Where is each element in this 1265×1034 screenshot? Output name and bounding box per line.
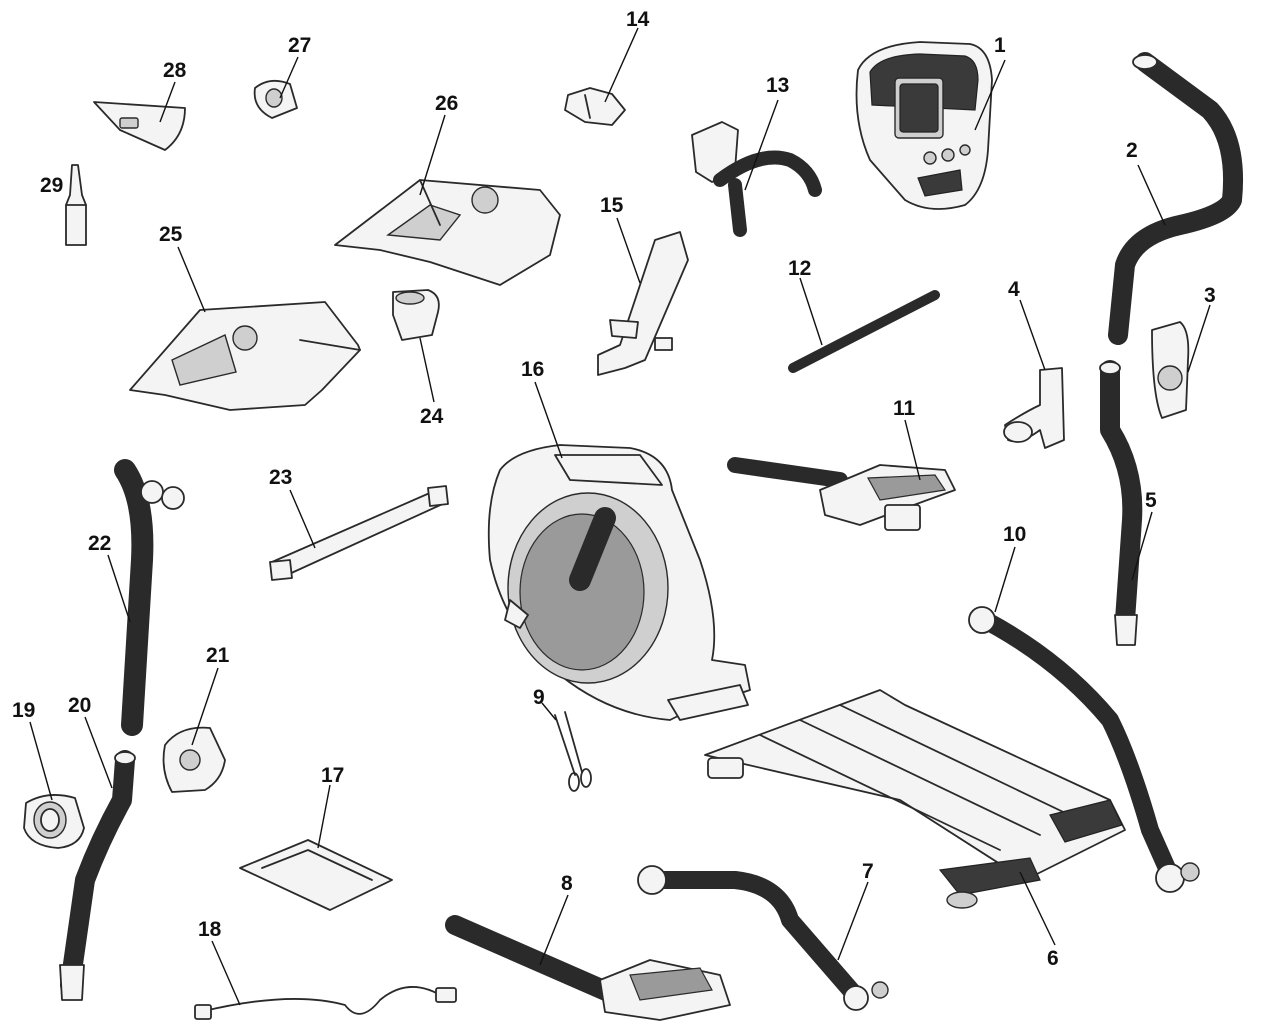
callout-15: 15 xyxy=(600,194,624,217)
callout-23: 23 xyxy=(269,466,293,489)
part-19-end-cap xyxy=(23,794,85,849)
callout-3: 3 xyxy=(1204,284,1216,307)
callout-27: 27 xyxy=(288,34,312,57)
callout-26: 26 xyxy=(435,92,459,115)
callout-20: 20 xyxy=(68,694,92,717)
part-8-pedal-arm xyxy=(445,915,731,1021)
callout-4: 4 xyxy=(1008,278,1020,301)
part-23-stabilizer xyxy=(269,485,449,581)
part-13-handle xyxy=(691,121,822,237)
callout-12: 12 xyxy=(788,257,812,280)
callout-14: 14 xyxy=(626,8,650,31)
part-17-manual xyxy=(239,839,393,911)
part-12-rod xyxy=(788,290,940,373)
part-27-cap xyxy=(253,79,298,119)
part-7-lower-arm xyxy=(637,865,889,1011)
callout-17: 17 xyxy=(321,764,345,787)
part-6-base-frame xyxy=(704,689,1126,909)
callout-29: 29 xyxy=(40,174,64,197)
callout-22: 22 xyxy=(88,532,112,555)
part-1-console xyxy=(855,41,993,210)
callout-19: 19 xyxy=(12,699,36,722)
part-28-cover-strip xyxy=(93,101,186,151)
callout-13: 13 xyxy=(766,74,790,97)
callout-8: 8 xyxy=(561,872,573,895)
callout-25: 25 xyxy=(159,223,183,246)
part-24-cup-holder xyxy=(392,289,440,341)
part-21-cover xyxy=(162,726,226,793)
part-15-post xyxy=(597,231,689,376)
part-26-shroud-front xyxy=(334,179,561,286)
callout-2: 2 xyxy=(1126,139,1138,162)
part-20-upright-lower xyxy=(59,750,136,1001)
callout-9: 9 xyxy=(533,686,545,709)
callout-7: 7 xyxy=(862,860,874,883)
callout-24: 24 xyxy=(420,405,444,428)
callout-18: 18 xyxy=(198,918,222,941)
callout-28: 28 xyxy=(163,59,187,82)
callout-10: 10 xyxy=(1003,523,1027,546)
leader-lines xyxy=(29,27,1211,1006)
callout-5: 5 xyxy=(1145,489,1157,512)
part-29-bottle xyxy=(65,164,87,246)
callout-16: 16 xyxy=(521,358,545,381)
part-11-pedal xyxy=(727,457,956,531)
part-22-handlebar xyxy=(114,459,185,736)
part-25-shroud xyxy=(129,301,361,411)
part-3-cover xyxy=(1151,321,1190,419)
part-9-clip xyxy=(554,711,592,792)
callout-1: 1 xyxy=(994,34,1006,57)
part-2-handlebar-upper xyxy=(1108,52,1244,345)
part-5-upright-lower xyxy=(1099,360,1143,646)
callout-21: 21 xyxy=(206,644,230,667)
part-18-power-cord xyxy=(194,986,457,1020)
part-16-drive-housing xyxy=(487,444,751,721)
part-14-clip xyxy=(564,87,626,126)
part-10-arm xyxy=(968,606,1200,893)
callout-6: 6 xyxy=(1047,947,1059,970)
callout-11: 11 xyxy=(893,397,916,420)
part-4-joint xyxy=(1003,367,1065,449)
